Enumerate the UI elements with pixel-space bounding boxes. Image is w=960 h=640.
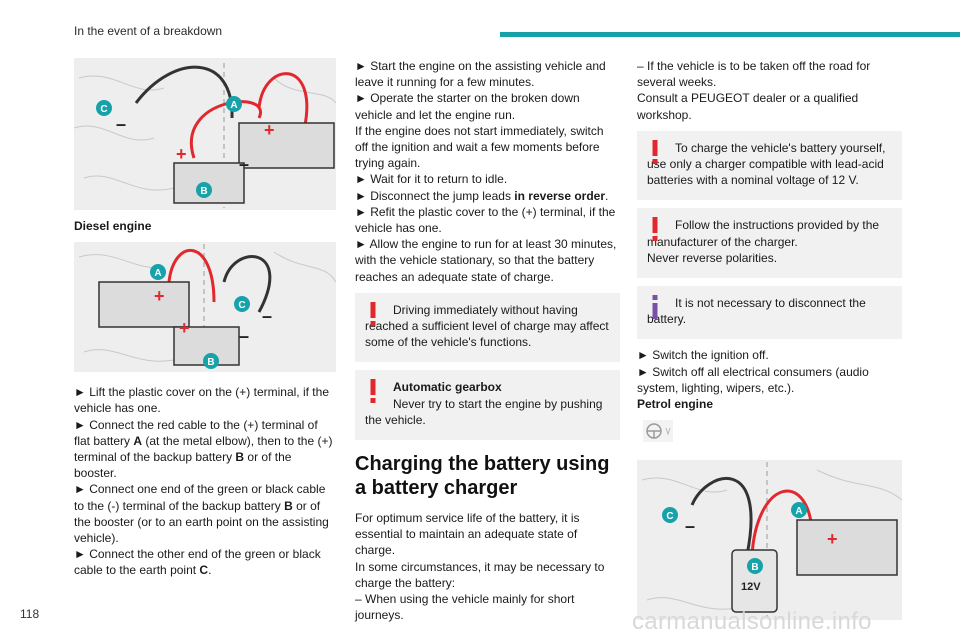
step-connect-green-other: ► Connect the other end of the green or … xyxy=(74,547,321,578)
step-run-engine: ► Allow the engine to run for at least 3… xyxy=(355,237,617,284)
step-operate-starter: ► Operate the starter on the broken down… xyxy=(355,91,580,122)
paragraph: Consult a PEUGEOT dealer or a qualified … xyxy=(637,91,859,122)
paragraph: In some circumstances, it may be necessa… xyxy=(355,559,605,590)
minus-sign: – xyxy=(262,306,272,326)
label-a: A xyxy=(230,100,237,111)
step-electrical-off: ► Switch off all electrical consumers (a… xyxy=(637,364,869,395)
column-middle: ► Start the engine on the assisting vehi… xyxy=(355,58,620,623)
warning-title: Automatic gearbox xyxy=(393,380,502,395)
plus-sign: + xyxy=(179,318,190,338)
watermark: carmanualsonline.info xyxy=(632,608,872,635)
plus-sign: + xyxy=(827,529,838,549)
label-c: C xyxy=(666,511,673,522)
paragraph: – If the vehicle is to be taken off the … xyxy=(637,59,871,90)
info-icon xyxy=(652,295,658,320)
warning-text: To charge the vehicle's battery yourself… xyxy=(647,140,886,188)
warning-box: Automatic gearbox Never try to start the… xyxy=(355,370,620,441)
label-c: C xyxy=(100,104,107,115)
plus-sign: + xyxy=(154,286,165,306)
page-number: 118 xyxy=(20,607,40,621)
minus-sign: – xyxy=(685,516,695,536)
warning-text: Follow the instructions provided by the … xyxy=(647,218,880,249)
step-lift-cover: ► Lift the plastic cover on the (+) term… xyxy=(74,385,329,416)
section-title: In the event of a breakdown xyxy=(74,24,223,38)
warning-box: Driving immediately without having reach… xyxy=(355,292,620,363)
warning-box: Follow the instructions provided by the … xyxy=(637,208,902,279)
warning-box: To charge the vehicle's battery yourself… xyxy=(637,130,902,201)
column-left: C A B + + – – Diesel engine A C B + + – … xyxy=(74,58,336,579)
warning-icon xyxy=(652,217,658,242)
step-connect-red: ► Connect the red cable to the (+) termi… xyxy=(74,417,333,481)
step-refit-cover: ► Refit the plastic cover to the (+) ter… xyxy=(355,204,616,236)
label-b: B xyxy=(207,357,214,368)
paragraph: – When using the vehicle mainly for shor… xyxy=(355,592,575,623)
vehicle-steering-icon xyxy=(643,420,673,443)
label-c: C xyxy=(238,300,245,311)
warning-text: Never try to start the engine by pushing… xyxy=(365,396,603,427)
minus-sign: – xyxy=(239,154,249,174)
plus-sign: + xyxy=(264,120,275,140)
minus-sign: – xyxy=(239,326,249,346)
label-b: B xyxy=(751,562,758,573)
battery-charger-illustration: 12V C A B + – xyxy=(637,460,902,621)
plus-sign: + xyxy=(176,144,187,164)
warning-icon xyxy=(652,139,658,164)
step-disconnect: ► Disconnect the jump leads in reverse o… xyxy=(355,188,609,203)
minus-sign: – xyxy=(116,114,126,134)
charger-voltage-label: 12V xyxy=(741,581,761,593)
warning-text: Never reverse polarities. xyxy=(647,250,778,265)
step-start-assist: ► Start the engine on the assisting vehi… xyxy=(355,59,606,90)
jump-start-illustration-top: C A B + + – – xyxy=(74,58,336,210)
diesel-engine-caption: Diesel engine xyxy=(74,219,152,233)
label-b: B xyxy=(200,186,207,197)
petrol-engine-caption: Petrol engine xyxy=(637,397,714,412)
info-text: It is not necessary to disconnect the ba… xyxy=(647,296,866,327)
warning-icon xyxy=(370,379,376,404)
header-accent-bar xyxy=(500,32,960,37)
label-a: A xyxy=(154,268,161,279)
warning-text: Driving immediately without having reach… xyxy=(365,302,609,350)
column-right: – If the vehicle is to be taken off the … xyxy=(637,58,902,621)
step-if-not-start: If the engine does not start immediately… xyxy=(355,123,604,171)
label-a: A xyxy=(795,506,802,517)
section-heading: Charging the battery using a battery cha… xyxy=(355,453,610,500)
paragraph: For optimum service life of the battery,… xyxy=(355,511,580,558)
step-ignition-off: ► Switch the ignition off. xyxy=(637,348,769,363)
jump-start-illustration-diesel: A C B + + – – xyxy=(74,242,336,373)
step-connect-green-one: ► Connect one end of the green or black … xyxy=(74,482,329,546)
warning-icon xyxy=(370,301,376,326)
info-box: It is not necessary to disconnect the ba… xyxy=(637,286,902,340)
step-wait-idle: ► Wait for it to return to idle. xyxy=(355,172,508,187)
